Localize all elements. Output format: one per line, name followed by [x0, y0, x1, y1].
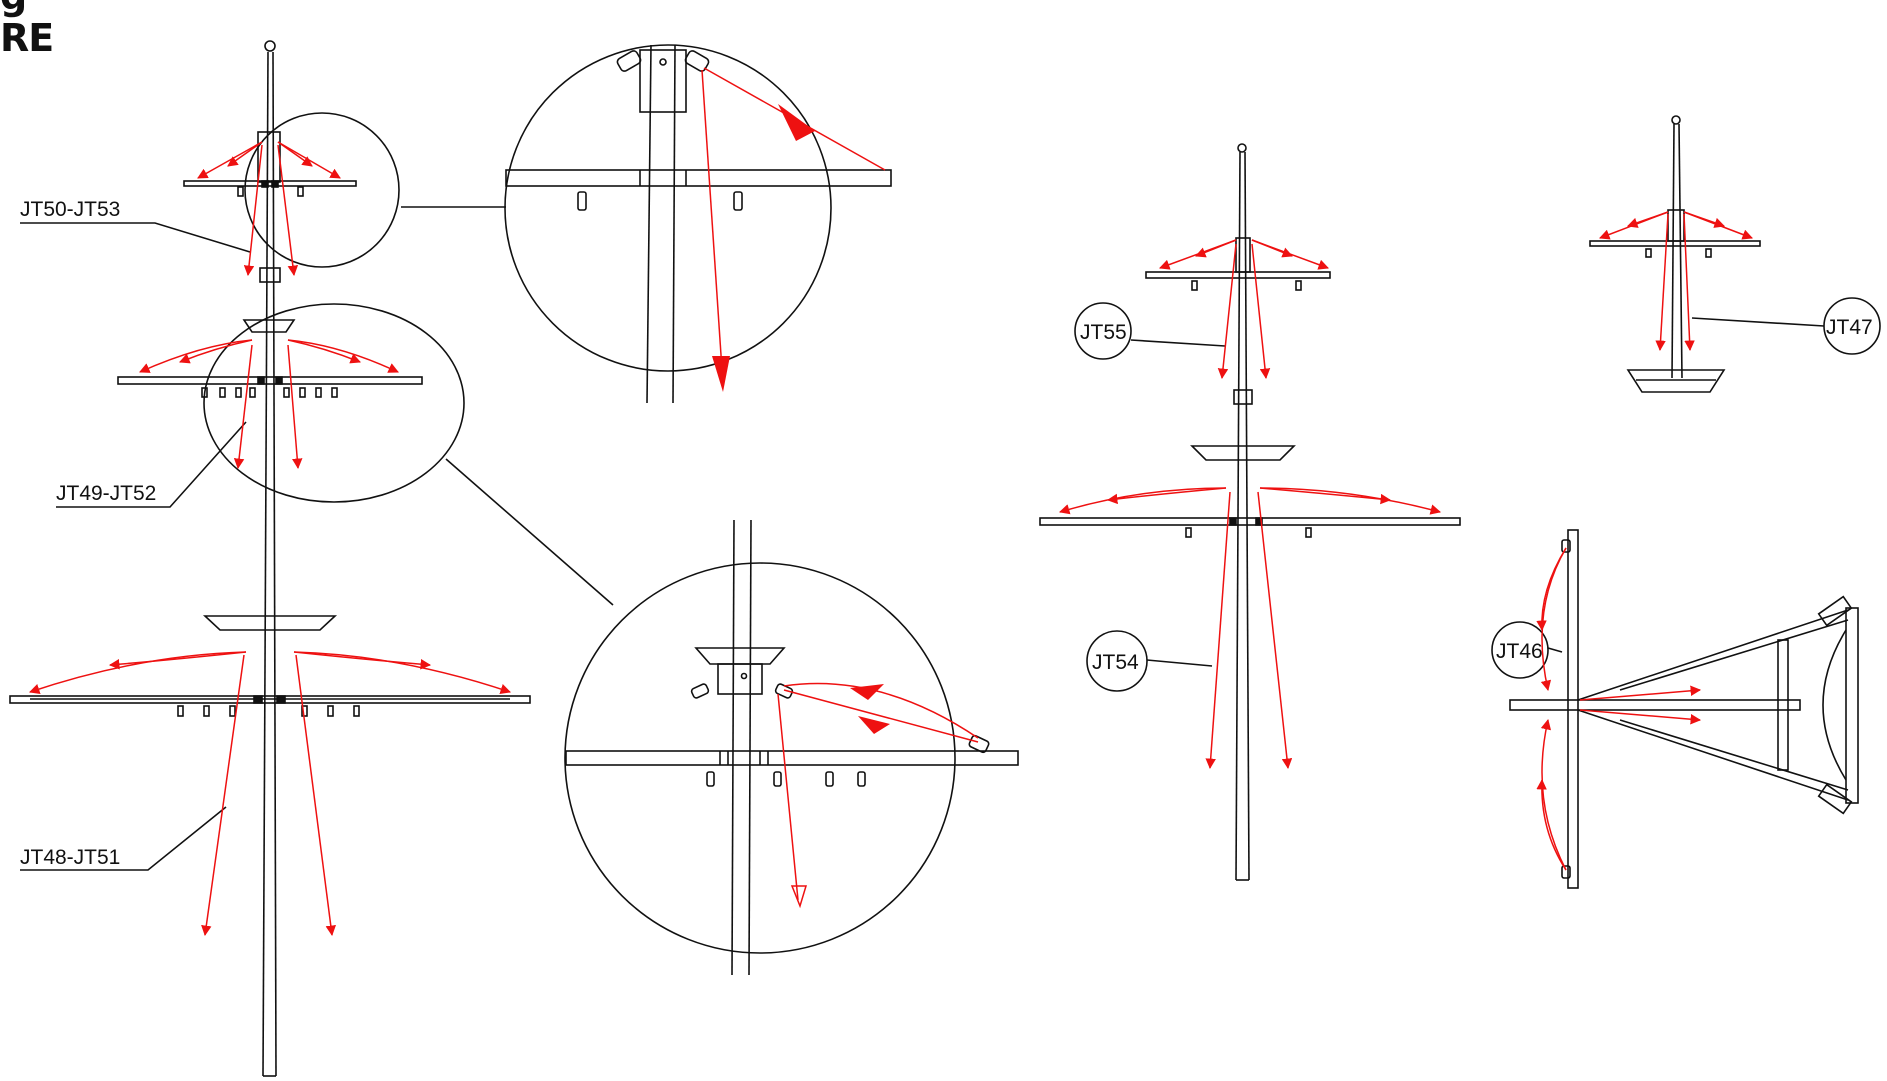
right-mast [1589, 115, 1881, 393]
label-jt50-jt53: JT50-JT53 [20, 198, 120, 221]
label-jt48-jt51: JT48-JT51 [20, 846, 120, 869]
label-jt47: JT47 [1826, 316, 1873, 339]
detail-top [504, 44, 892, 404]
detail-top-arrows [701, 67, 886, 392]
label-jt46: JT46 [1496, 640, 1543, 663]
top-view-arrows [1536, 547, 1702, 871]
top-spreader-hangers [237, 180, 304, 197]
label-jt54: JT54 [1092, 651, 1139, 674]
right-mast-arrows [1599, 211, 1753, 352]
middle-spreader-hangers [201, 376, 338, 398]
left-mast-arrows [29, 141, 511, 937]
label-jt49-jt52: JT49-JT52 [56, 482, 156, 505]
left-mast [9, 40, 614, 1077]
label-jt55: JT55 [1080, 321, 1127, 344]
top-view-frame [1491, 529, 1859, 889]
page-title-fragment: RE [0, 16, 54, 60]
detail-bottom [564, 519, 1019, 976]
middle-mast [1039, 143, 1461, 881]
middle-mast-arrows [1058, 239, 1442, 770]
detail-bottom-arrows [777, 682, 979, 909]
title-top-fragment: g [0, 0, 27, 18]
